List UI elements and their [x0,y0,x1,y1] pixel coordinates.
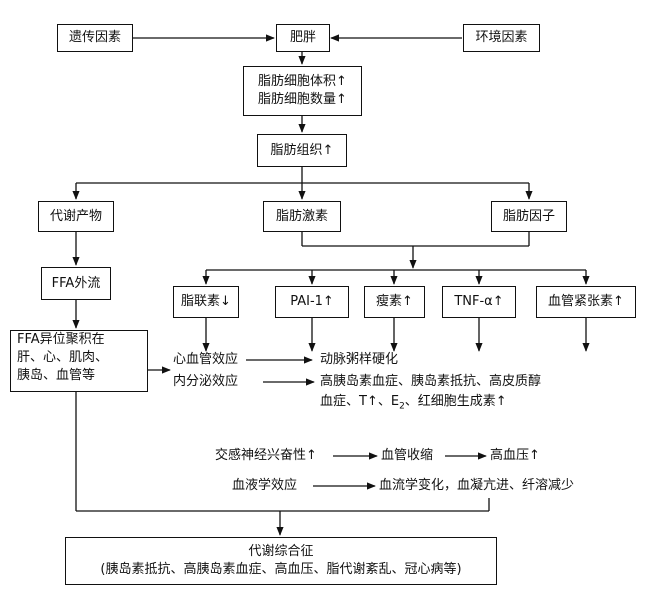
metabolic-syndrome-detail: (胰岛素抵抗、高胰岛素血症、高血压、脂代谢紊乱、冠心病等) [100,562,462,577]
adipose-factors-label: 脂肪因子 [502,208,555,224]
ffa-ectopic-line-1: FFA异位聚积在 [17,332,105,347]
tnf-alpha-box: TNF-α↑ [442,286,516,318]
pai1-box: PAI-1↑ [275,286,349,318]
endocrine-result-line-2: 血症、T↑、E2、红细胞生成素↑ [320,393,507,416]
leptin-label: 瘦素↑ [376,294,413,309]
adiponectin-box: 脂联素↓ [173,286,239,318]
ffa-outflow-box: FFA外流 [41,267,111,300]
vasoconstriction-text: 血管收缩 [381,448,434,463]
endocrine-result-part-b: 、红细胞生成素↑ [404,394,507,409]
ffa-outflow-label: FFA外流 [51,275,101,291]
hematological-effect-text: 血液学效应 [232,478,298,493]
endocrine-result-line-1: 高胰岛素血症、胰岛素抵抗、高皮质醇 [320,374,542,389]
adiponectin-label: 脂联素↓ [181,294,231,309]
genetic-factors-label: 遗传因素 [68,30,121,45]
leptin-box: 瘦素↑ [364,286,425,318]
adipose-hormones-box: 脂肪激素 [263,201,341,232]
environment-factors-label: 环境因素 [475,30,528,45]
atherosclerosis-text: 动脉粥样硬化 [320,352,399,367]
ffa-ectopic-line-2: 肝、心、肌肉、 [17,350,109,365]
cardiovascular-effect-text: 心血管效应 [173,352,239,367]
tnf-alpha-label: TNF-α↑ [454,294,504,309]
estradiol-subscript: 2 [399,401,405,412]
ffa-ectopic-line-3: 胰岛、血管等 [17,368,96,383]
obesity-box: 肥胖 [276,24,330,52]
endocrine-result-part-a: 血症、T↑、E [320,394,400,409]
metabolites-label: 代谢产物 [49,208,102,224]
adipocyte-count-label: 脂肪细胞数量↑ [258,92,347,107]
adipose-tissue-label: 脂肪组织↑ [270,142,334,158]
adipose-factors-box: 脂肪因子 [491,201,567,232]
angiotensin-box: 血管紧张素↑ [536,286,636,318]
hemorheology-result-text: 血流学变化，血凝亢进、纤溶减少 [379,478,575,493]
adipocyte-box: 脂肪细胞体积↑ 脂肪细胞数量↑ [243,66,362,116]
metabolic-syndrome-title: 代谢综合征 [248,544,314,559]
adipose-tissue-box: 脂肪组织↑ [257,134,347,167]
environment-factors-box: 环境因素 [463,24,540,52]
endocrine-effect-text: 内分泌效应 [173,374,239,389]
sympathetic-text: 交感神经兴奋性↑ [215,448,317,463]
genetic-factors-box: 遗传因素 [57,24,133,52]
hypertension-text: 高血压↑ [490,448,540,463]
obesity-label: 肥胖 [289,30,316,45]
adipose-hormones-label: 脂肪激素 [275,208,328,224]
ffa-ectopic-box: FFA异位聚积在 肝、心、肌肉、 胰岛、血管等 [10,330,148,392]
metabolites-box: 代谢产物 [38,201,114,232]
pai1-label: PAI-1↑ [290,294,334,309]
adipocyte-volume-label: 脂肪细胞体积↑ [258,74,347,89]
metabolic-syndrome-box: 代谢综合征 (胰岛素抵抗、高胰岛素血症、高血压、脂代谢紊乱、冠心病等) [65,537,497,585]
angiotensin-label: 血管紧张素↑ [548,294,624,309]
